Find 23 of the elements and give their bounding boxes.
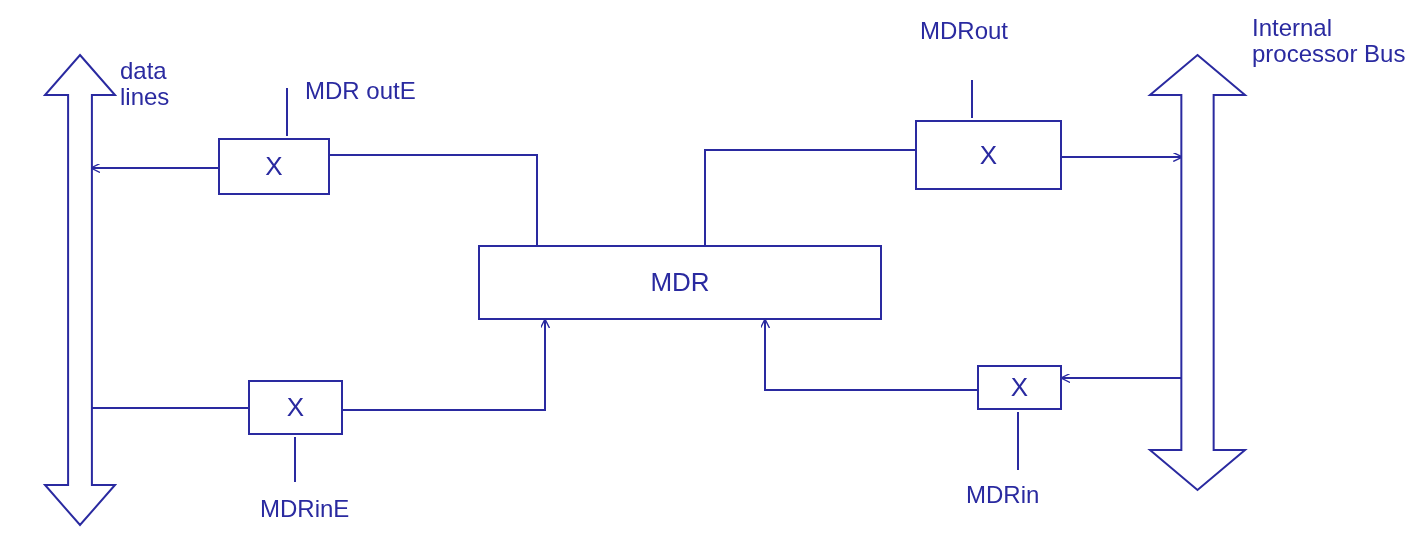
bus-arrow xyxy=(45,55,115,525)
signal-label: MDRout xyxy=(920,18,1010,45)
signal-label: Internal processor Bus xyxy=(1252,15,1407,68)
register-label: MDR xyxy=(650,267,710,298)
connector-arrow xyxy=(90,162,219,174)
gate-box xyxy=(977,365,1062,410)
gate-box xyxy=(248,380,343,435)
gate-box xyxy=(915,120,1062,190)
signal-label: MDRinE xyxy=(260,496,351,523)
connector-arrow xyxy=(342,318,551,411)
gate-box xyxy=(218,138,330,195)
signal-label: MDRin xyxy=(966,482,1041,509)
gate-label: X xyxy=(1010,372,1029,403)
bus-arrow xyxy=(1150,55,1245,490)
register-box xyxy=(478,245,882,320)
connector-arrow xyxy=(1061,151,1183,163)
signal-label: MDR outE xyxy=(305,78,417,105)
connector-arrow xyxy=(759,318,978,391)
gate-label: X xyxy=(286,392,305,423)
gate-label: X xyxy=(979,139,998,171)
connector-arrow xyxy=(1060,372,1183,384)
signal-label: data lines xyxy=(120,58,171,111)
gate-label: X xyxy=(265,151,283,182)
